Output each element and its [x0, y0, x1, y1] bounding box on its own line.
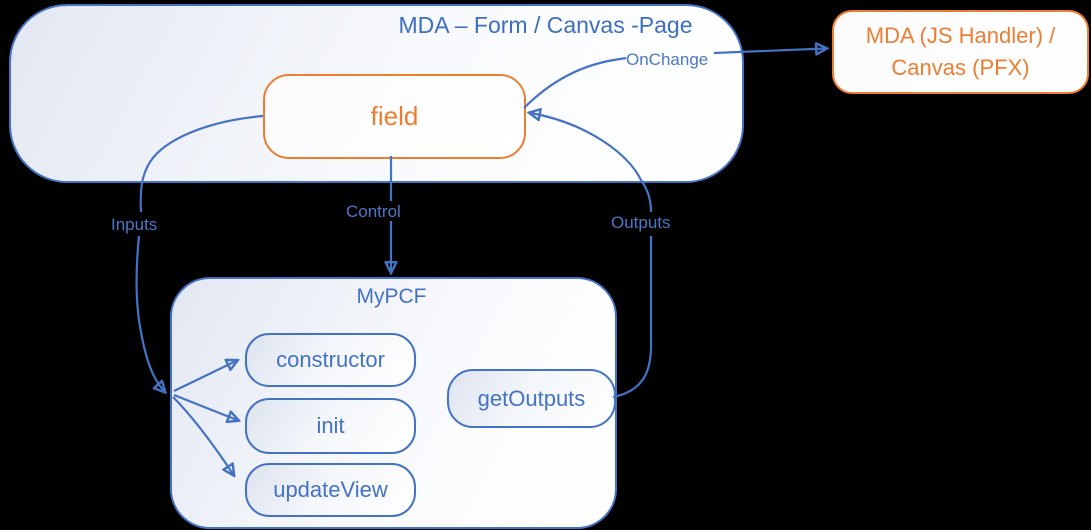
edge-outputs-start — [612, 236, 653, 399]
edge-label-control: Control — [346, 202, 401, 221]
edge-label-inputs: Inputs — [111, 215, 158, 234]
init-node-label: init — [316, 413, 345, 438]
edge-label-onchange: OnChange — [626, 50, 709, 69]
init-node: init — [245, 398, 416, 454]
js-handler-label-line2: Canvas (PFX) — [891, 55, 1030, 80]
edge-label-outputs: Outputs — [611, 213, 671, 232]
constructor-node-label: constructor — [276, 347, 385, 372]
edge-inputs-end — [135, 235, 164, 391]
field-node-label: field — [370, 101, 419, 131]
updateview-node-label: updateView — [273, 477, 388, 502]
mda-form-canvas-page-title: MDA – Form / Canvas -Page — [398, 12, 693, 38]
mypcf-title: MyPCF — [356, 285, 427, 308]
js-handler-node: MDA (JS Handler) / Canvas (PFX) — [832, 10, 1089, 94]
constructor-node: constructor — [245, 333, 416, 387]
js-handler-label-line1: MDA (JS Handler) / — [865, 23, 1056, 49]
field-node: field — [263, 74, 526, 159]
getoutputs-node-label: getOutputs — [477, 385, 586, 411]
updateview-node: updateView — [245, 463, 416, 517]
getoutputs-node: getOutputs — [447, 369, 616, 428]
